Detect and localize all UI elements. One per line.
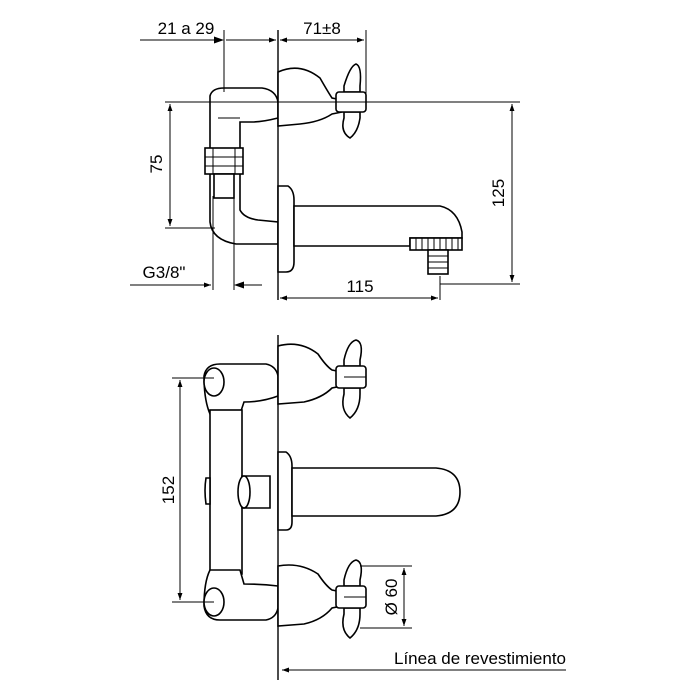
vertical-pipe xyxy=(209,409,243,575)
upper-valve-escutcheon xyxy=(277,343,343,405)
cross-handle-lower xyxy=(335,559,367,640)
spout-flange xyxy=(277,185,295,273)
valve-escutcheon xyxy=(277,67,343,127)
front-spout xyxy=(291,467,461,517)
hex-nut xyxy=(204,147,244,175)
dim-spacing-label: 152 xyxy=(159,476,178,504)
cross-handle-upper xyxy=(335,339,367,420)
thread-connector xyxy=(213,173,235,199)
dim-spout-label: 115 xyxy=(346,277,373,296)
dim-left-height-label: 75 xyxy=(147,155,166,174)
dim-total-height-label: 125 xyxy=(489,179,508,207)
middle-tee xyxy=(204,477,211,505)
dim-thread-label: G3/8" xyxy=(143,263,186,282)
lower-valve-escutcheon xyxy=(277,564,343,627)
front-spout-flange xyxy=(277,451,293,531)
cross-handle-top xyxy=(335,63,367,139)
caption-revestimiento: Línea de revestimiento xyxy=(394,649,566,668)
side-view: 21 a 29 71±8 75 125 115 G3/8" xyxy=(130,19,520,301)
dim-offset-label: 71±8 xyxy=(303,19,341,38)
dim-flange-label: 21 a 29 xyxy=(158,19,215,38)
dim-diameter-label: Ø 60 xyxy=(382,579,401,616)
aerator xyxy=(409,237,463,275)
front-view: 152 Ø 60 Línea de revestimiento xyxy=(159,335,566,680)
